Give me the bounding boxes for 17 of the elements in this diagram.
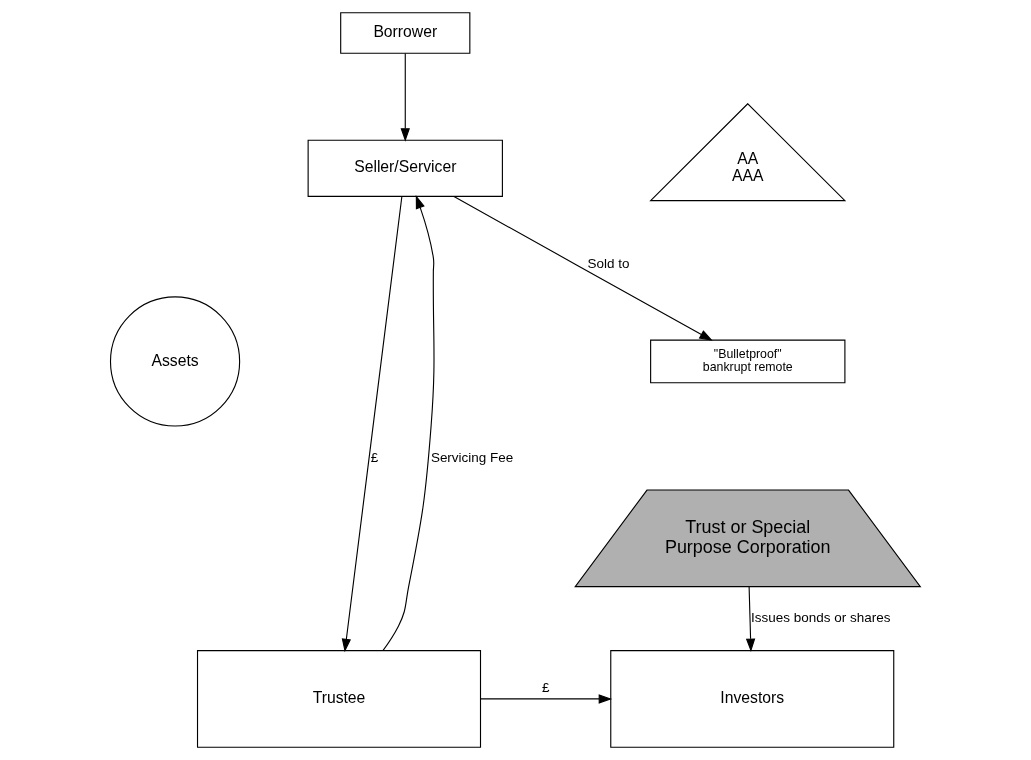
arrow — [453, 196, 713, 341]
edge-label: Servicing Fee — [430, 449, 514, 465]
node-box: Borrower — [340, 12, 471, 54]
edge-label: Issues bonds or shares — [751, 610, 891, 626]
arrow — [745, 586, 756, 653]
arrow — [480, 694, 613, 704]
edge-label: £ — [541, 679, 550, 695]
arrow — [400, 52, 410, 142]
node-circle: Assets — [109, 296, 241, 427]
edge-label: £ — [370, 449, 379, 465]
arrow — [382, 195, 435, 651]
arrow — [341, 196, 403, 653]
node-box: Seller/Servicer — [307, 139, 503, 197]
node-box: "Bulletproof" bankrupt remote — [650, 339, 846, 384]
node-box: Investors — [610, 650, 895, 748]
node-box: Trustee — [196, 650, 482, 748]
edge-label: Sold to — [587, 256, 630, 272]
